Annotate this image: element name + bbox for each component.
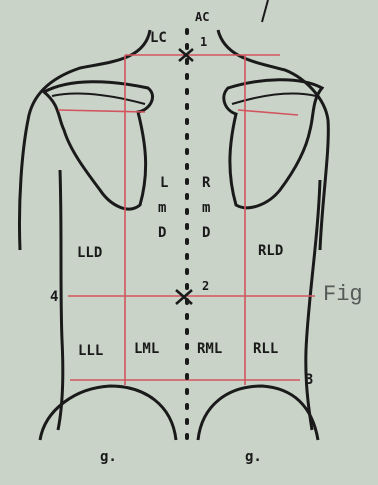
right-scapula [224,80,322,208]
left-flank [58,170,63,430]
label-ac: AC [195,11,209,23]
left-scapula-red-line [58,110,145,112]
label-g-left: g. [100,450,117,464]
label-g-right: g. [245,450,262,464]
corner-stroke [262,0,268,22]
label-l: L [160,176,168,190]
mark-4: 4 [50,290,58,304]
label-r: R [202,176,210,190]
right-buttock [198,386,318,440]
figure-caption: Fig [323,282,363,307]
label-rml: RML [197,342,222,356]
label-d-right: D [202,226,210,240]
right-scapula-red-line [238,110,298,115]
mark-1: 1 [200,36,207,48]
mark-2: 2 [202,280,209,292]
label-lld: LLD [77,246,102,260]
cross-marks [176,49,193,304]
mark-3: 3 [305,373,313,387]
label-d-left: D [158,226,166,240]
right-flank [306,180,320,430]
label-lc: LC [150,31,167,45]
label-rld: RLD [258,244,283,258]
left-scapula-spine [52,94,145,104]
label-lml: LML [134,342,159,356]
body-outline [19,30,328,250]
label-m-left: m [158,201,166,215]
label-m-right: m [202,201,210,215]
label-lll: LLL [78,344,103,358]
label-rll: RLL [253,342,278,356]
